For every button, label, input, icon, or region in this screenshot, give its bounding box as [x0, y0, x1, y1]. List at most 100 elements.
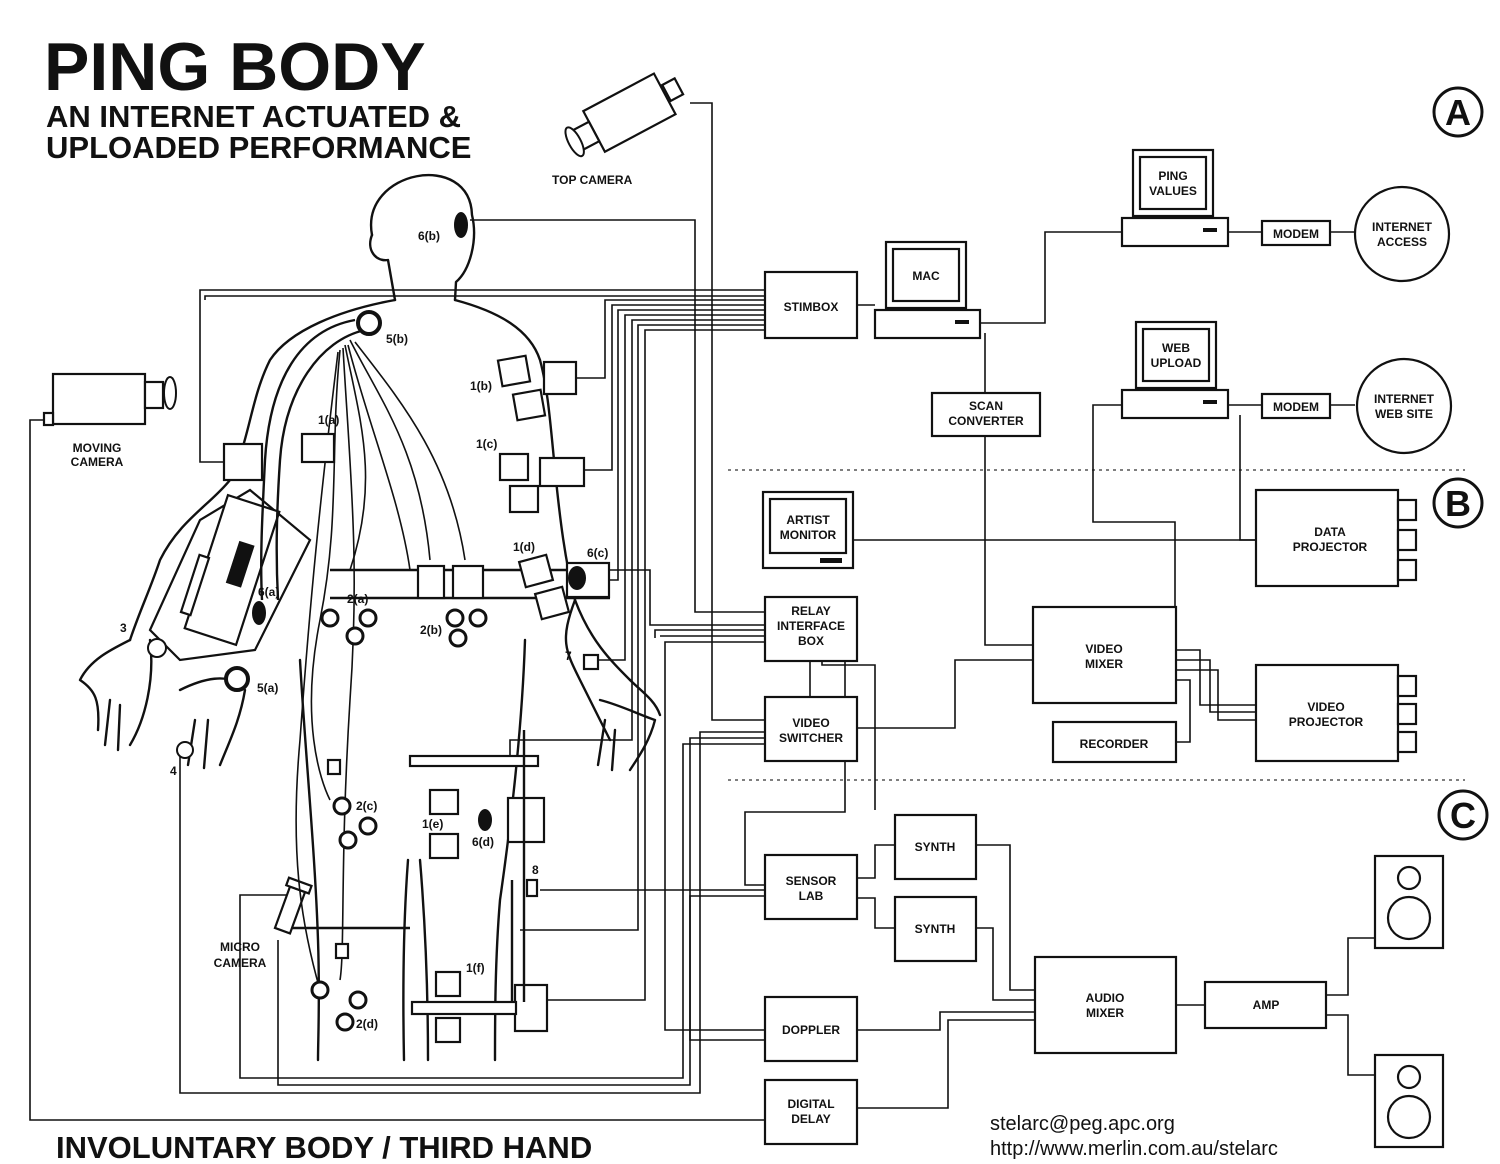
- svg-text:CONVERTER: CONVERTER: [948, 414, 1024, 428]
- micro-camera-label-1: MICRO: [220, 940, 260, 954]
- svg-text:DELAY: DELAY: [791, 1112, 831, 1126]
- top-camera-label: TOP CAMERA: [552, 173, 633, 187]
- internet-web-site: INTERNET WEB SITE: [1357, 359, 1451, 453]
- svg-text:6(b): 6(b): [418, 229, 440, 243]
- svg-text:ARTIST: ARTIST: [786, 513, 830, 527]
- svg-text:DIGITAL: DIGITAL: [787, 1097, 834, 1111]
- svg-text:RELAY: RELAY: [791, 604, 831, 618]
- svg-text:2(d): 2(d): [356, 1017, 378, 1031]
- svg-text:SYNTH: SYNTH: [915, 922, 956, 936]
- micro-camera-label-2: CAMERA: [214, 956, 267, 970]
- svg-text:6(c): 6(c): [587, 546, 608, 560]
- audio-mixer: AUDIO MIXER: [1035, 957, 1176, 1053]
- contact-email: stelarc@peg.apc.org: [990, 1113, 1175, 1135]
- svg-text:LAB: LAB: [799, 889, 824, 903]
- svg-text:3: 3: [120, 621, 127, 635]
- svg-text:5(b): 5(b): [386, 332, 408, 346]
- svg-text:STIMBOX: STIMBOX: [784, 300, 839, 314]
- amp: AMP: [1205, 982, 1326, 1028]
- micro-camera: MICRO CAMERA: [214, 878, 312, 970]
- modem-access: MODEM: [1262, 221, 1330, 245]
- svg-text:SCAN: SCAN: [969, 399, 1003, 413]
- third-hand-device: [150, 490, 310, 660]
- svg-text:INTERFACE: INTERFACE: [777, 619, 845, 633]
- svg-text:MIXER: MIXER: [1085, 657, 1123, 671]
- svg-text:DATA: DATA: [1314, 525, 1346, 539]
- diagram-subtitle-line2: UPLOADED PERFORMANCE: [46, 130, 471, 165]
- svg-text:PROJECTOR: PROJECTOR: [1289, 715, 1364, 729]
- svg-text:WEB SITE: WEB SITE: [1375, 407, 1433, 421]
- scan-converter: SCAN CONVERTER: [932, 393, 1040, 436]
- svg-text:SENSOR: SENSOR: [786, 874, 837, 888]
- relay-interface-box: RELAY INTERFACE BOX: [765, 597, 857, 661]
- speaker-top: [1375, 856, 1443, 948]
- svg-text:INTERNET: INTERNET: [1374, 392, 1435, 406]
- svg-text:1(f): 1(f): [466, 961, 485, 975]
- svg-text:VIDEO: VIDEO: [1307, 700, 1344, 714]
- svg-text:INTERNET: INTERNET: [1372, 220, 1433, 234]
- svg-text:MAC: MAC: [912, 269, 940, 283]
- section-marker-b: B: [1434, 479, 1482, 527]
- svg-text:BOX: BOX: [798, 634, 824, 648]
- speaker-bottom: [1375, 1055, 1443, 1147]
- moving-camera-label-2: CAMERA: [71, 455, 124, 469]
- svg-text:2(c): 2(c): [356, 799, 377, 813]
- svg-text:B: B: [1445, 483, 1471, 524]
- svg-text:AMP: AMP: [1253, 998, 1280, 1012]
- svg-text:MONITOR: MONITOR: [780, 528, 837, 542]
- sensor-lab: SENSOR LAB: [765, 855, 857, 919]
- video-switcher: VIDEO SWITCHER: [765, 697, 857, 761]
- svg-text:8: 8: [532, 863, 539, 877]
- synth-1: SYNTH: [895, 815, 976, 879]
- synth-2: SYNTH: [895, 897, 976, 961]
- footer-caption: INVOLUNTARY BODY / THIRD HAND: [56, 1130, 592, 1164]
- internet-access: INTERNET ACCESS: [1355, 187, 1449, 281]
- diagram-subtitle-line1: AN INTERNET ACTUATED &: [46, 99, 461, 134]
- svg-text:C: C: [1450, 795, 1476, 836]
- artist-monitor: ARTIST MONITOR: [763, 492, 853, 568]
- svg-text:VIDEO: VIDEO: [792, 716, 829, 730]
- recorder: RECORDER: [1053, 722, 1176, 762]
- svg-text:UPLOAD: UPLOAD: [1151, 356, 1202, 370]
- modem-web-site: MODEM: [1262, 394, 1330, 418]
- svg-text:4: 4: [170, 764, 177, 778]
- moving-camera-label-1: MOVING: [73, 441, 122, 455]
- moving-camera: MOVING CAMERA: [44, 374, 176, 469]
- svg-text:PING: PING: [1158, 169, 1187, 183]
- svg-text:1(a): 1(a): [318, 413, 339, 427]
- svg-text:VALUES: VALUES: [1149, 184, 1197, 198]
- svg-text:1(e): 1(e): [422, 817, 443, 831]
- svg-text:WEB: WEB: [1162, 341, 1190, 355]
- diagram-title: PING BODY: [44, 29, 426, 105]
- svg-text:DOPPLER: DOPPLER: [782, 1023, 840, 1037]
- svg-text:ACCESS: ACCESS: [1377, 235, 1427, 249]
- digital-delay: DIGITAL DELAY: [765, 1080, 857, 1144]
- svg-text:1(b): 1(b): [470, 379, 492, 393]
- doppler: DOPPLER: [765, 997, 857, 1061]
- contact-url: http://www.merlin.com.au/stelarc: [990, 1138, 1278, 1160]
- web-upload-computer: WEB UPLOAD: [1122, 322, 1228, 418]
- svg-text:1(c): 1(c): [476, 437, 497, 451]
- svg-text:PROJECTOR: PROJECTOR: [1293, 540, 1368, 554]
- video-mixer: VIDEO MIXER: [1033, 607, 1176, 703]
- section-marker-c: C: [1439, 791, 1487, 839]
- top-camera: TOP CAMERA: [552, 66, 690, 187]
- electrode-pads: [224, 356, 609, 1042]
- section-marker-a: A: [1434, 88, 1482, 136]
- svg-text:A: A: [1445, 92, 1471, 133]
- svg-text:MIXER: MIXER: [1086, 1006, 1124, 1020]
- svg-text:AUDIO: AUDIO: [1086, 991, 1125, 1005]
- svg-text:VIDEO: VIDEO: [1085, 642, 1122, 656]
- svg-text:5(a): 5(a): [257, 681, 278, 695]
- svg-text:RECORDER: RECORDER: [1080, 737, 1149, 751]
- svg-text:MODEM: MODEM: [1273, 227, 1319, 241]
- stimbox: STIMBOX: [765, 272, 857, 338]
- svg-text:7: 7: [565, 649, 572, 663]
- svg-text:SYNTH: SYNTH: [915, 840, 956, 854]
- mac-computer: MAC: [875, 242, 980, 338]
- ping-values-computer: PING VALUES: [1122, 150, 1228, 246]
- svg-text:2(a): 2(a): [347, 592, 368, 606]
- svg-text:6(d): 6(d): [472, 835, 494, 849]
- performer-body: [80, 175, 660, 1060]
